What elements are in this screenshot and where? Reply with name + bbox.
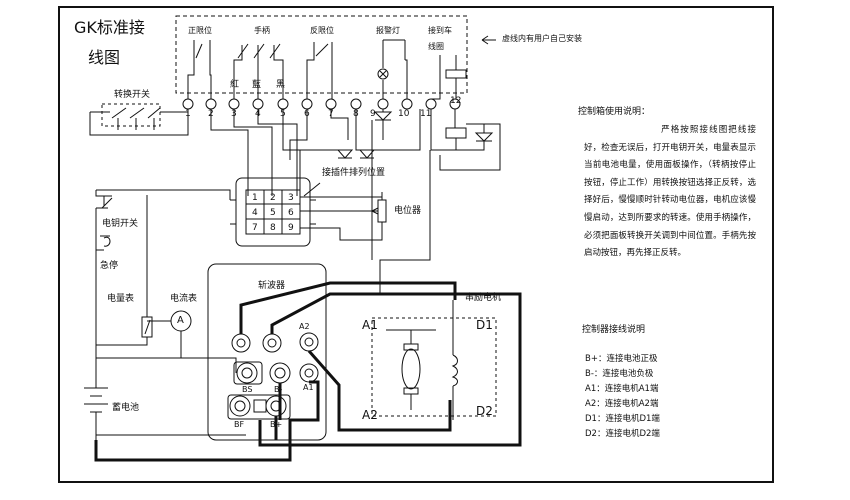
chopper-terminal-a1: A1 bbox=[303, 383, 314, 392]
connector-pin: 1 bbox=[252, 193, 258, 203]
terminal-strip bbox=[182, 98, 461, 110]
terminal-number: 10 bbox=[398, 109, 410, 119]
terminal-number: 1 bbox=[185, 109, 191, 119]
forward-limit-switch bbox=[187, 40, 212, 99]
terminal-number: 2 bbox=[208, 109, 214, 119]
connector-pin: 5 bbox=[270, 208, 276, 218]
terminal-number: 6 bbox=[304, 109, 310, 119]
note-arrow-icon bbox=[481, 35, 496, 45]
motor-terminal-a2: A2 bbox=[362, 408, 378, 422]
motor-terminal-a1: A1 bbox=[362, 318, 378, 332]
key-switch-icon bbox=[95, 190, 113, 209]
legend-item: A1：连接电机A1端 bbox=[585, 384, 659, 394]
handle-label: 手柄 bbox=[254, 26, 270, 35]
connector-pin: 9 bbox=[288, 223, 294, 233]
contactor-label-line2: 线圈 bbox=[428, 42, 444, 51]
terminal-number: 12 bbox=[450, 96, 462, 106]
field-winding-icon bbox=[451, 354, 458, 387]
motor-terminal-d1: D1 bbox=[476, 318, 493, 332]
diagram-frame bbox=[58, 6, 774, 483]
terminal-number: 11 bbox=[420, 109, 432, 119]
wiring-legend-title: 控制器接线说明 bbox=[582, 325, 646, 335]
motor-terminal-d2: D2 bbox=[476, 404, 493, 418]
contactor-label-line1: 接到车 bbox=[428, 26, 452, 35]
connector-pin: 4 bbox=[252, 208, 258, 218]
connector-pin: 7 bbox=[252, 223, 258, 233]
terminal-number: 3 bbox=[231, 109, 237, 119]
diode-icon bbox=[373, 111, 393, 121]
connector-pin: 3 bbox=[288, 193, 294, 203]
wire-red-label: 紅 bbox=[230, 80, 240, 90]
meter-label: 电量表 bbox=[107, 294, 135, 304]
wire-blue-label: 藍 bbox=[252, 80, 262, 90]
chopper-body bbox=[207, 263, 327, 441]
key-switch-label: 电钥开关 bbox=[102, 219, 139, 229]
legend-item: D2：连接电机D2端 bbox=[585, 429, 660, 439]
terminal-number: 9 bbox=[370, 109, 376, 119]
legend-item: B-：连接电池负极 bbox=[585, 369, 654, 379]
connector-outline bbox=[235, 177, 311, 247]
instructions-title: 控制箱使用说明： bbox=[578, 107, 651, 117]
battery-label: 蓄电池 bbox=[112, 403, 140, 413]
chopper-label: 斩波器 bbox=[258, 281, 286, 291]
chopper-terminal-bplus: B+ bbox=[270, 420, 283, 429]
diode-icon bbox=[474, 132, 494, 142]
chopper-terminal-bs: BS bbox=[242, 385, 253, 394]
switch-label: 转换开关 bbox=[114, 90, 151, 100]
wire-a2 bbox=[239, 281, 457, 334]
diode-icon bbox=[336, 149, 354, 159]
contactor-coil bbox=[445, 69, 467, 79]
ammeter-symbol: A bbox=[177, 315, 184, 326]
estop-label: 急停 bbox=[100, 261, 119, 271]
instructions-body: 严格按照接线图把线接好，检查无误后，打开电钥开关，电量表显示当前电池电量，使用面… bbox=[584, 122, 756, 263]
potentiometer-label: 电位器 bbox=[394, 206, 422, 216]
connector-label: 接插件排列位置 bbox=[322, 168, 386, 178]
terminal-number: 4 bbox=[255, 109, 261, 119]
alarm-lamp bbox=[382, 40, 408, 99]
relay-coil bbox=[445, 127, 467, 139]
terminal-number: 5 bbox=[280, 109, 286, 119]
diagram-title-line2: 线图 bbox=[88, 48, 121, 67]
user-install-area bbox=[175, 15, 468, 94]
motor-label: 串励电机 bbox=[465, 293, 502, 303]
reverse-limit-label: 反限位 bbox=[310, 26, 334, 35]
connector-pin: 8 bbox=[270, 223, 276, 233]
diagram-title-line1: GK标准接 bbox=[74, 18, 145, 37]
legend-item: A2：连接电机A2端 bbox=[585, 399, 659, 409]
ammeter-label: 电流表 bbox=[170, 294, 198, 304]
forward-limit-label: 正限位 bbox=[188, 26, 212, 35]
legend-item: B+：连接电池正极 bbox=[585, 354, 658, 364]
chopper-terminal-bf: BF bbox=[234, 420, 245, 429]
instructions-text: 严格按照接线图把线接好，检查无误后，打开电钥开关，电量表显示当前电池电量，使用面… bbox=[584, 125, 756, 259]
terminal-number: 8 bbox=[353, 109, 359, 119]
reverse-limit-switch bbox=[306, 42, 333, 99]
wire-black-label: 黑 bbox=[276, 80, 286, 90]
legend-item: D1：连接电机D1端 bbox=[585, 414, 660, 424]
dashed-note: 虚线内有用户自己安装 bbox=[502, 34, 582, 43]
motor-icon bbox=[401, 348, 421, 390]
terminal-number: 7 bbox=[328, 109, 334, 119]
connector-pin: 2 bbox=[270, 193, 276, 203]
connector-pin-grid bbox=[245, 189, 301, 235]
chopper-terminal-bminus: B- bbox=[274, 385, 283, 394]
chopper-terminal-a2: A2 bbox=[299, 322, 310, 331]
estop-icon bbox=[100, 235, 111, 247]
alarm-label: 报警灯 bbox=[376, 26, 400, 35]
battery-icon bbox=[84, 387, 108, 413]
motor-dashed-box bbox=[371, 317, 497, 417]
connector-pin: 6 bbox=[288, 208, 294, 218]
changeover-switch-box bbox=[101, 103, 161, 127]
potentiometer-icon bbox=[377, 199, 387, 223]
